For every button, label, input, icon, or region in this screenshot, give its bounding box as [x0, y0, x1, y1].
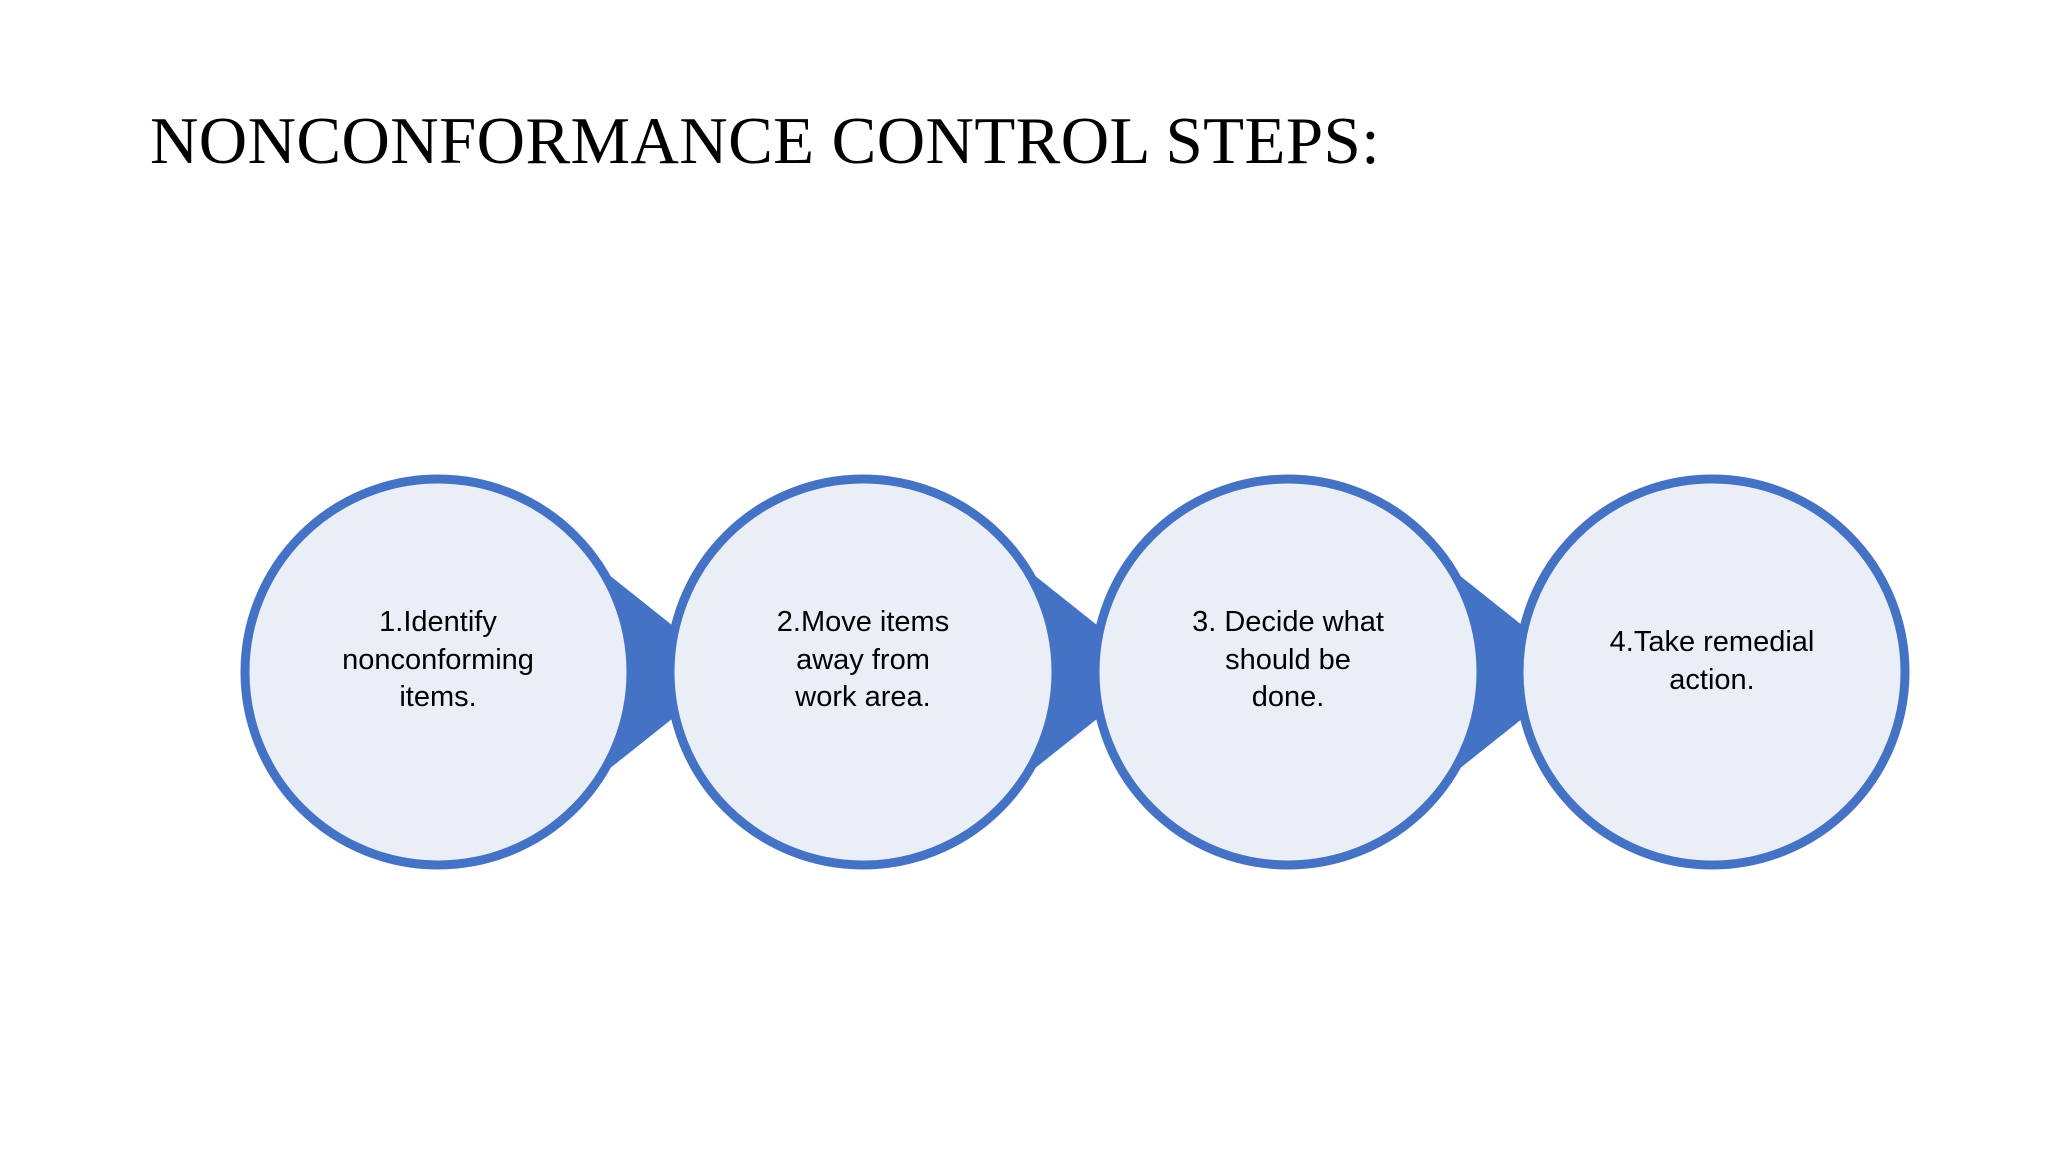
step-circle-1[interactable]	[240, 474, 636, 870]
step-circle-2[interactable]	[665, 474, 1061, 870]
step-circle-3[interactable]	[1090, 474, 1486, 870]
page-title: NONCONFORMANCE CONTROL STEPS:	[150, 104, 1381, 178]
step-circle-group	[240, 474, 1910, 870]
step-circle-4[interactable]	[1514, 474, 1910, 870]
